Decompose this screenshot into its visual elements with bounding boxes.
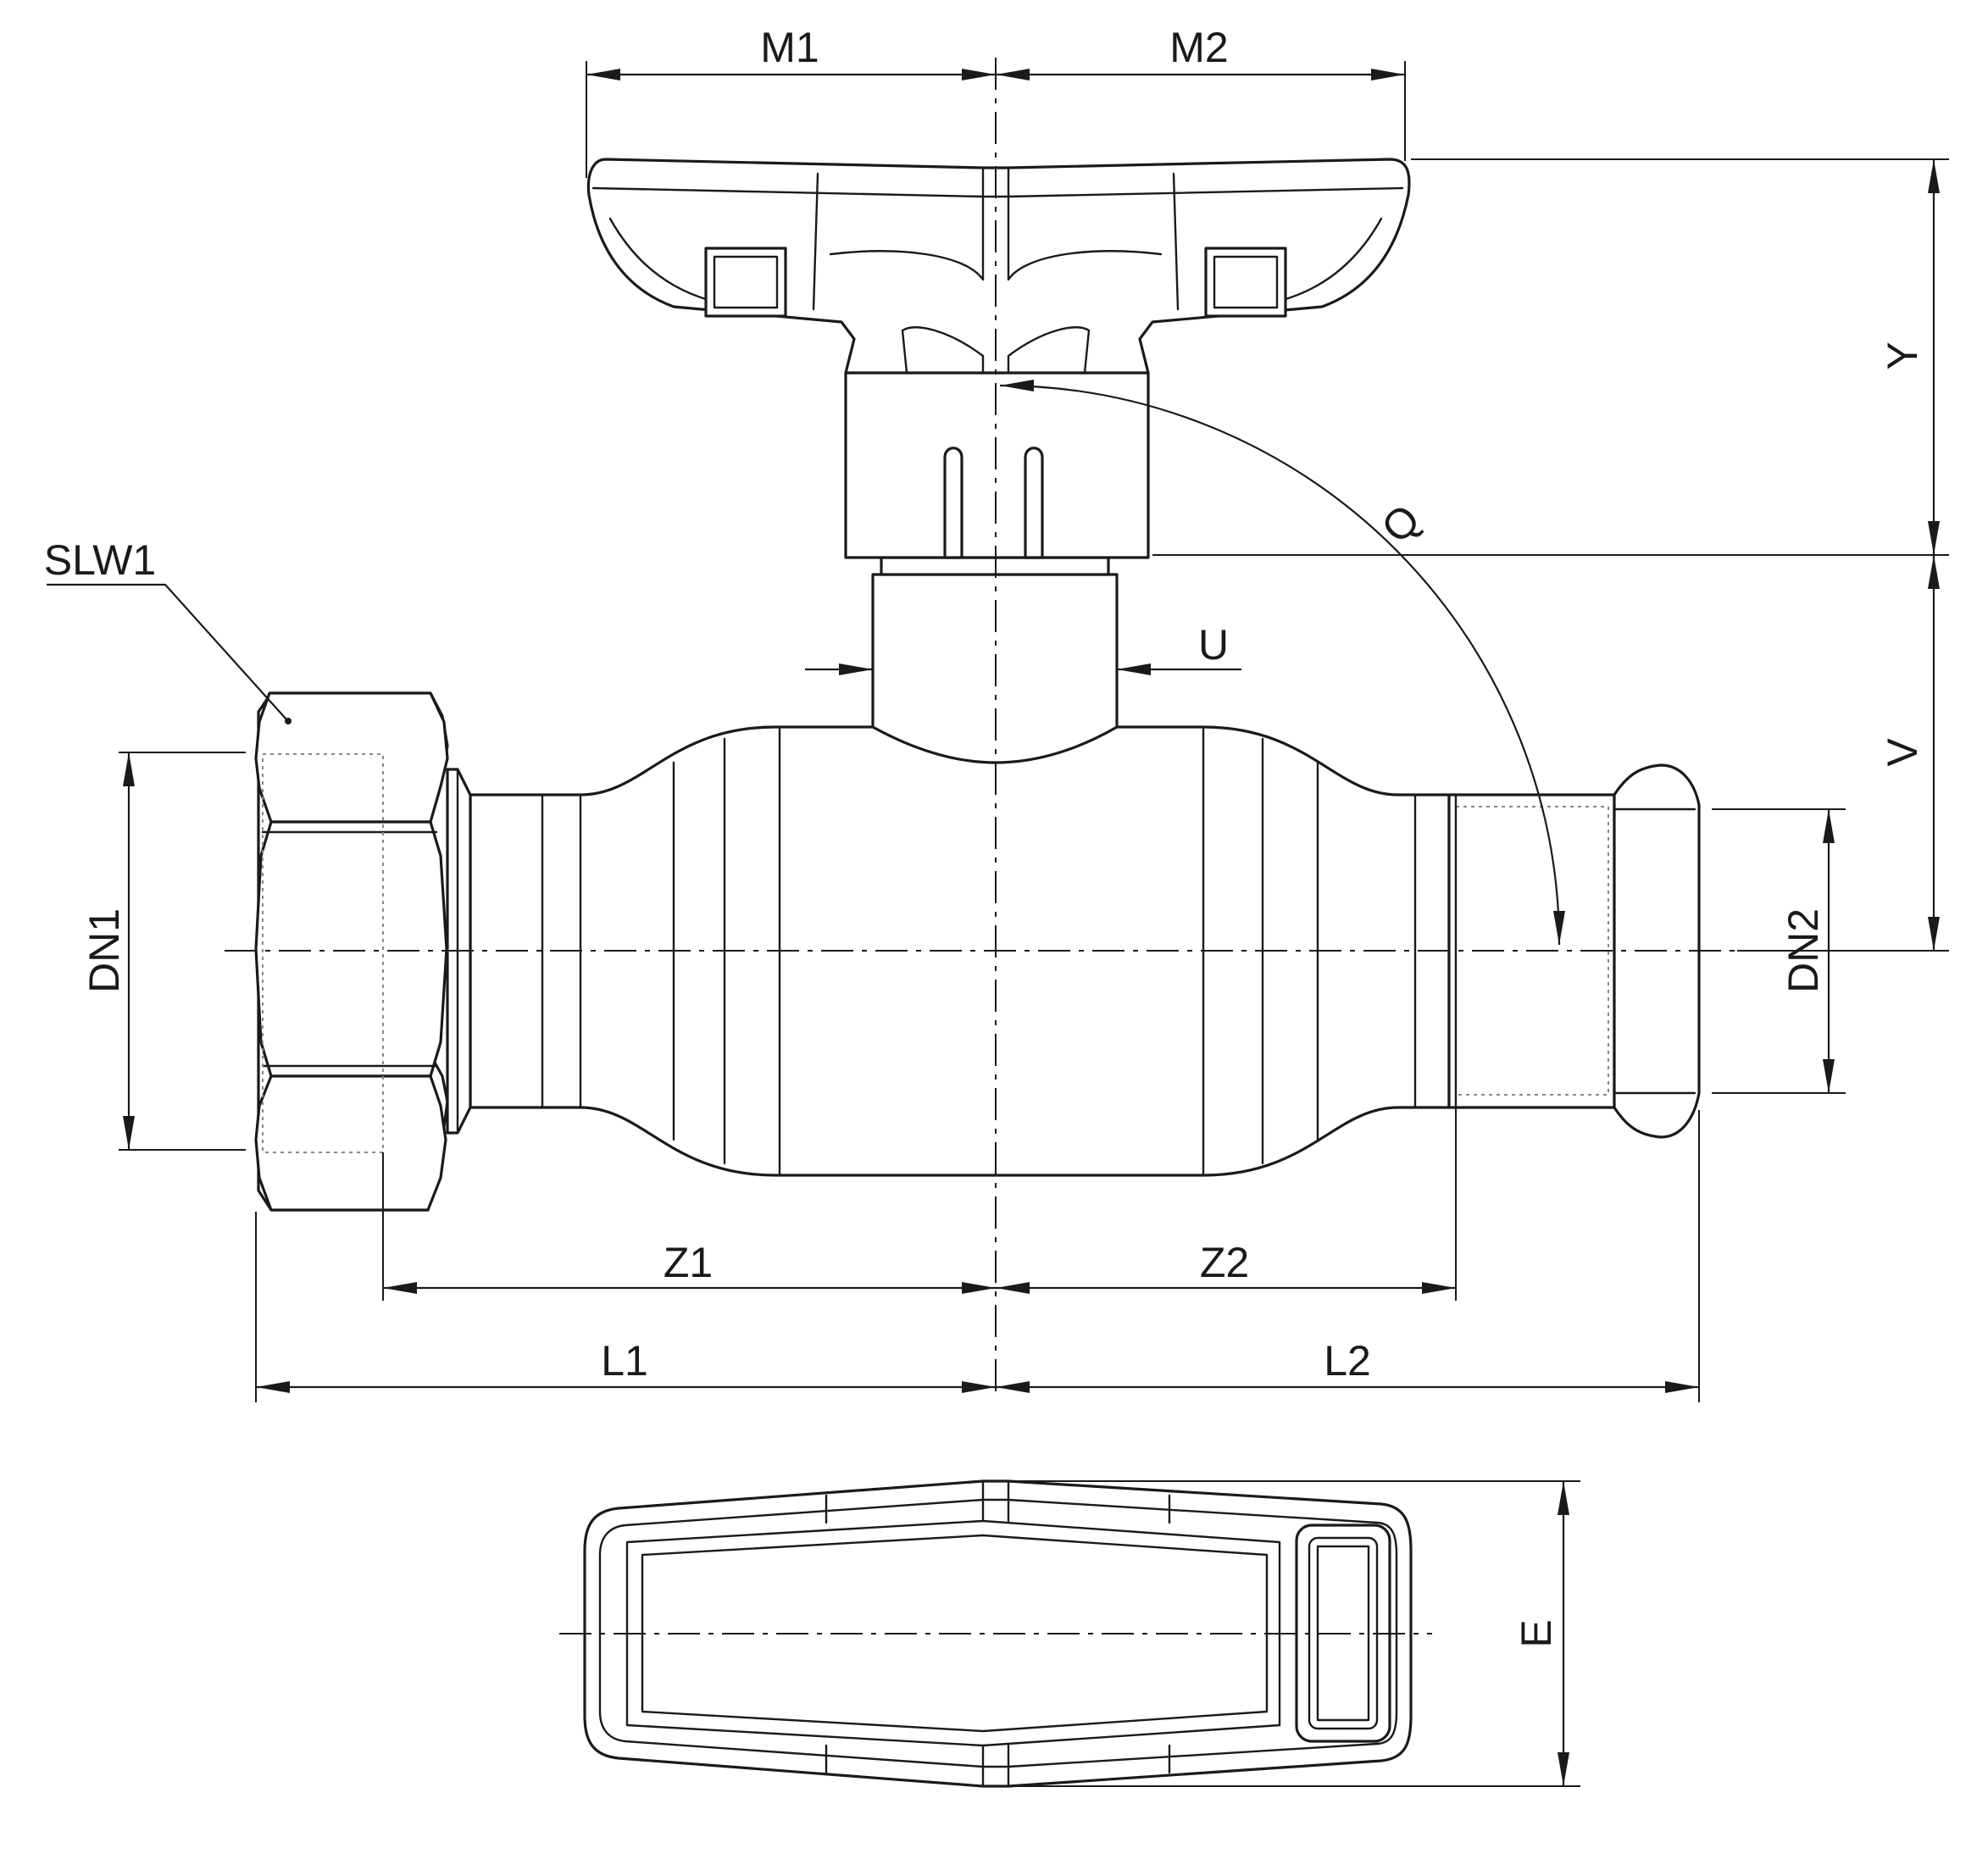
label-m2: M2	[1169, 24, 1228, 71]
leader-slw1	[47, 583, 287, 720]
label-dn2: DN2	[1780, 908, 1827, 993]
top-view: E	[559, 1479, 1580, 1788]
label-y: Y	[1879, 341, 1926, 369]
label-dn1: DN1	[81, 908, 128, 993]
label-slw1: SLW1	[44, 536, 156, 584]
label-z2: Z2	[1200, 1239, 1249, 1286]
lever-handle	[586, 158, 1411, 375]
label-l2: L2	[1324, 1337, 1371, 1385]
label-u: U	[1198, 621, 1229, 669]
side-view	[225, 58, 1746, 1398]
label-e: E	[1513, 1619, 1560, 1647]
label-m1: M1	[760, 24, 819, 71]
label-z1: Z1	[664, 1239, 713, 1286]
label-l1: L1	[601, 1337, 648, 1385]
dimensions: M1 M2 Y V U Q SLW1 DN1 DN2	[44, 24, 1949, 1402]
handle-block	[844, 371, 1150, 559]
dim-arc-q	[999, 380, 1565, 946]
label-v: V	[1879, 738, 1926, 767]
label-q: Q	[1372, 495, 1429, 552]
